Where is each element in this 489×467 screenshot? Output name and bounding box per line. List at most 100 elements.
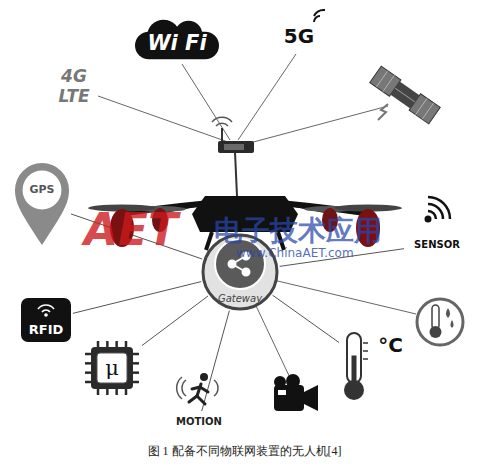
- illustration-part: [395, 88, 415, 102]
- illustration-part: [432, 305, 439, 329]
- illustration-part: [200, 373, 208, 381]
- illustration-part: [38, 305, 54, 312]
- link-line: [202, 311, 230, 411]
- illustration-part: [115, 341, 118, 347]
- illustration-part: [106, 341, 109, 347]
- illustration-part: [376, 71, 387, 87]
- illustration-part: [428, 197, 450, 219]
- illustration-part: [286, 374, 300, 388]
- illustration-part: [428, 211, 436, 219]
- illustration-part: [370, 66, 440, 124]
- illustration-part: [212, 117, 232, 126]
- link-line: [73, 282, 201, 314]
- icon-node: Wi Fi: [129, 17, 225, 63]
- node-text: μ: [105, 356, 119, 380]
- illustration-part: [425, 216, 432, 223]
- label-node: MOTION: [169, 413, 229, 429]
- illustration-part: [125, 389, 128, 395]
- illustration-part: [44, 313, 48, 317]
- illustration-part: [235, 152, 237, 196]
- watermark: www.ChinaAET.com: [236, 246, 354, 260]
- illustration-part: [383, 75, 394, 91]
- icon-node: GPS: [15, 163, 69, 245]
- watermark: AET: [84, 204, 178, 255]
- node-text: 4G LTE: [49, 66, 99, 106]
- icon-node: μ: [84, 340, 140, 396]
- illustration-part: [446, 308, 450, 318]
- illustration-part: [91, 347, 133, 389]
- illustration-part: [221, 128, 223, 141]
- illustration-part: [243, 269, 250, 276]
- illustration-part: [106, 389, 109, 395]
- link-line: [273, 295, 339, 342]
- illustration-part: [422, 103, 433, 119]
- illustration-part: [216, 123, 228, 126]
- node-text: SENSOR: [414, 239, 460, 250]
- illustration-part: [115, 389, 118, 395]
- illustration-part: [189, 373, 208, 404]
- illustration-part: [314, 10, 325, 16]
- illustration-part: [363, 350, 368, 352]
- illustration-part: [428, 204, 443, 219]
- illustration-part: [246, 106, 388, 144]
- illustration-part: [15, 163, 69, 245]
- illustration-part: [197, 396, 205, 404]
- illustration-part: [85, 362, 91, 365]
- illustration-part: [274, 385, 304, 411]
- illustration-part: [229, 261, 236, 268]
- illustration-part: [38, 305, 54, 309]
- illustration-part: [314, 10, 325, 22]
- illustration-part: [85, 341, 139, 395]
- illustration-part: [182, 64, 230, 140]
- illustration-part: [23, 171, 62, 210]
- illustration-part: [344, 380, 364, 400]
- illustration-part: [212, 117, 232, 122]
- illustration-part: [363, 358, 368, 360]
- illustration-part: [97, 341, 100, 347]
- illustration-part: [177, 377, 218, 399]
- illustration-part: [304, 385, 318, 411]
- icon-node: °C: [341, 331, 403, 401]
- illustration-part: [378, 104, 388, 120]
- watermark: 电子技术应用: [214, 212, 382, 250]
- label-node: 5G: [281, 22, 317, 50]
- illustration-part: [451, 320, 454, 328]
- illustration-part: [278, 390, 286, 395]
- illustration-part: [224, 144, 244, 150]
- illustration-part: [125, 341, 128, 347]
- illustration-part: [133, 371, 139, 374]
- icon-node: RFID: [21, 298, 71, 342]
- figure-caption: 图 1 配备不同物联网装置的无人机[4]: [0, 443, 489, 460]
- illustration-part: [192, 387, 200, 389]
- illustration-part: [218, 141, 254, 153]
- illustration-part: [274, 376, 286, 388]
- illustration-part: [42, 310, 50, 312]
- illustration-part: [85, 381, 91, 384]
- illustration-part: [363, 343, 368, 359]
- label-node: 4G LTE: [49, 65, 99, 107]
- illustration-part: [363, 342, 368, 344]
- illustration-part: [133, 353, 139, 356]
- illustration-part: [177, 377, 182, 399]
- node-text: Gateway: [218, 293, 262, 304]
- illustration-part: [314, 16, 320, 22]
- illustration-part: [85, 353, 91, 356]
- illustration-part: [417, 299, 463, 345]
- illustration-part: [98, 96, 228, 142]
- link-line: [142, 296, 208, 346]
- illustration-part: [189, 396, 197, 402]
- illustration-part: [214, 380, 218, 396]
- illustration-part: [133, 362, 139, 365]
- node-text: Wi Fi: [147, 31, 206, 55]
- node-shape: [15, 163, 69, 245]
- illustration-part: [97, 353, 127, 383]
- illustration-part: [135, 32, 219, 60]
- illustration-part: [376, 71, 433, 120]
- illustration-part: [85, 371, 91, 374]
- node-text: 5G: [284, 24, 314, 48]
- illustration-part: [428, 197, 450, 219]
- illustration-part: [21, 298, 71, 342]
- illustration-part: [97, 389, 100, 395]
- illustration-part: [238, 54, 296, 140]
